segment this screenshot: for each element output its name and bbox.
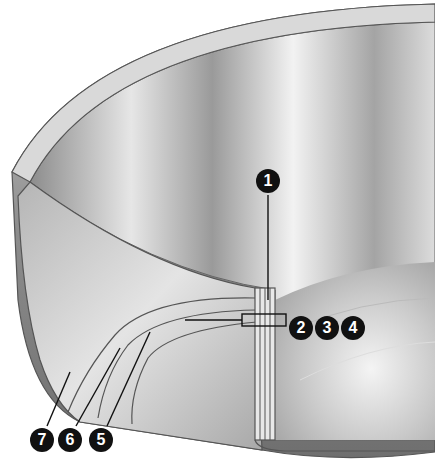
callout-number: 3 bbox=[315, 316, 339, 340]
callout-number: 5 bbox=[89, 428, 113, 452]
callout-number: 6 bbox=[58, 428, 82, 452]
callout-number: 4 bbox=[341, 316, 365, 340]
callout-number: 7 bbox=[30, 428, 54, 452]
callout-number: 2 bbox=[289, 316, 313, 340]
callout-number: 1 bbox=[256, 169, 280, 193]
